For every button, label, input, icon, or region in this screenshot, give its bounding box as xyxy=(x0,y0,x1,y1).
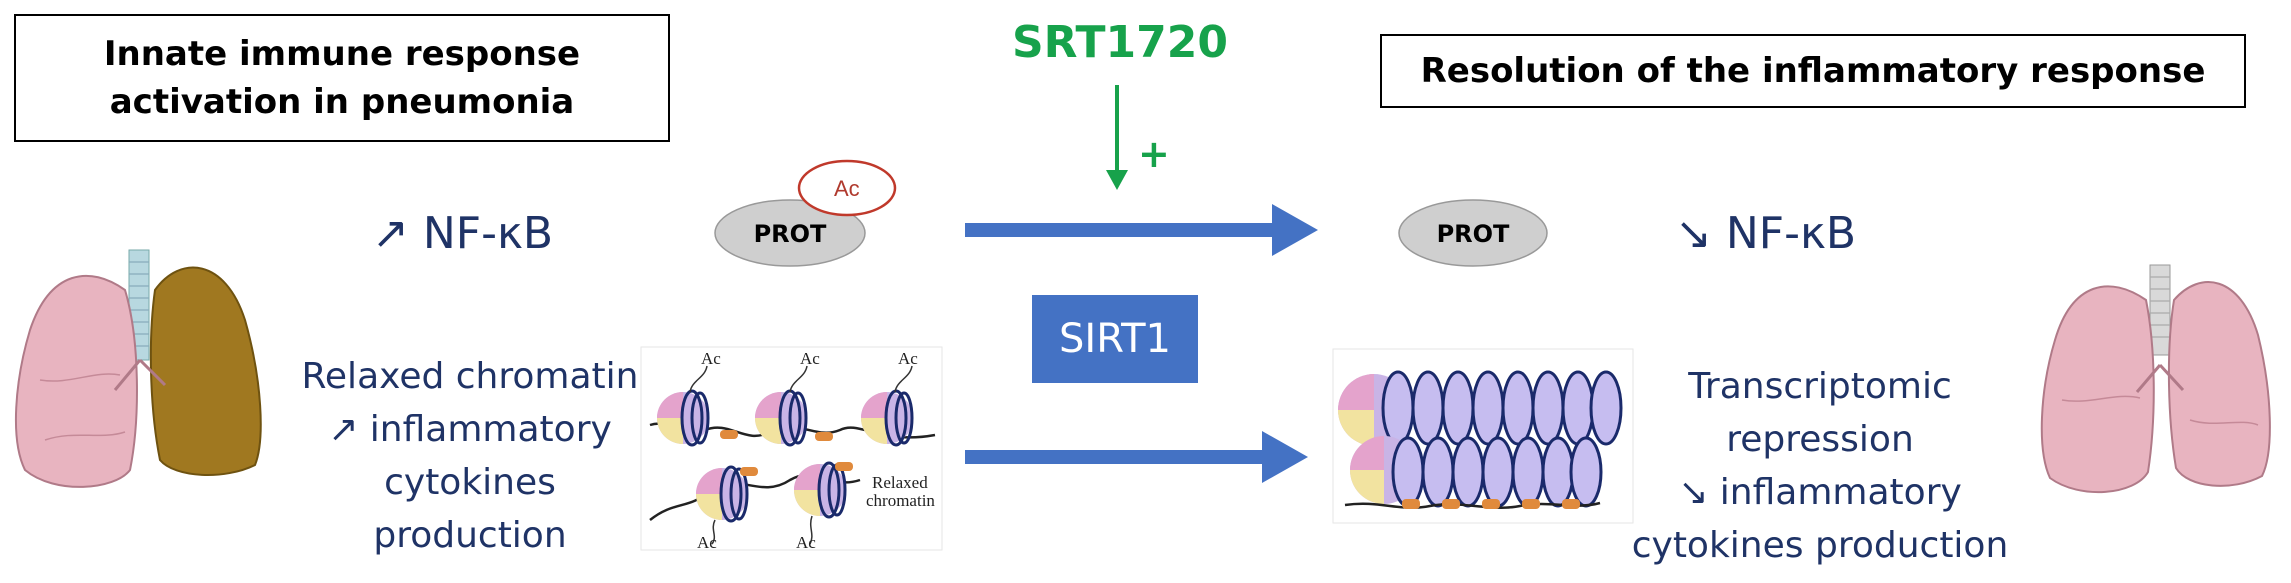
top-transition-arrow xyxy=(965,204,1318,256)
nucleosome xyxy=(696,465,749,523)
transcriptomic-repression-text: Transcriptomic repression ↘ inflammatory… xyxy=(1620,360,2020,572)
left-text-line: cytokines xyxy=(384,462,556,503)
figure-acetyl-label: Ac xyxy=(898,349,918,368)
left-text-line: production xyxy=(373,515,567,556)
acetylated-protein xyxy=(714,159,897,267)
figure-acetyl-label: Ac xyxy=(697,533,717,552)
left-title-line1: Innate immune response xyxy=(103,34,581,74)
left-title-line2: activation in pneumonia xyxy=(109,82,575,122)
right-text-line: repression xyxy=(1726,419,1914,460)
left-protein-label: PROT xyxy=(753,220,827,248)
figure-acetyl-label: Ac xyxy=(701,349,721,368)
sirt1-enzyme-box: SIRT1 xyxy=(1032,295,1198,383)
infected-lungs-icon xyxy=(14,249,262,488)
healthy-lungs-icon xyxy=(2040,264,2271,494)
left-text-line: ↗ inflammatory xyxy=(328,409,612,450)
nucleosome xyxy=(657,389,710,447)
figure-acetyl-label: Ac xyxy=(800,349,820,368)
figure-relaxed-label: chromatin xyxy=(866,491,935,510)
figure-acetyl-label: Ac xyxy=(796,533,816,552)
deacetylated-protein xyxy=(1398,199,1548,267)
drug-label: SRT1720 xyxy=(1011,17,1229,68)
condensed-chromatin-figure xyxy=(1332,348,1634,524)
nucleosome-array-top xyxy=(1338,370,1623,446)
right-text-line: Transcriptomic xyxy=(1688,366,1952,407)
right-title-box: Resolution of the inflammatory response xyxy=(1380,34,2246,108)
left-title-box: Innate immune response activation in pne… xyxy=(14,14,670,142)
figure-relaxed-label: Relaxed xyxy=(872,473,928,492)
acetyl-label: Ac xyxy=(834,176,860,201)
right-text-line: cytokines production xyxy=(1631,525,2009,566)
right-title-text: Resolution of the inflammatory response xyxy=(1420,51,2206,91)
nucleosome xyxy=(861,389,914,447)
drug-arrow xyxy=(1106,85,1128,190)
left-text-line: Relaxed chromatin xyxy=(301,356,639,397)
nucleosome xyxy=(755,389,808,447)
right-protein-label: PROT xyxy=(1436,220,1510,248)
bottom-transition-arrow xyxy=(965,431,1308,483)
drug-effect-label: + xyxy=(1138,132,1170,176)
right-text-line: ↘ inflammatory xyxy=(1678,472,1962,513)
relaxed-chromatin-text: Relaxed chromatin ↗ inflammatory cytokin… xyxy=(300,350,640,562)
relaxed-chromatin-figure xyxy=(640,346,943,551)
nfkb-decrease-label: ↘ NF-κB xyxy=(1675,208,1857,259)
nfkb-increase-label: ↗ NF-κB xyxy=(372,208,554,259)
